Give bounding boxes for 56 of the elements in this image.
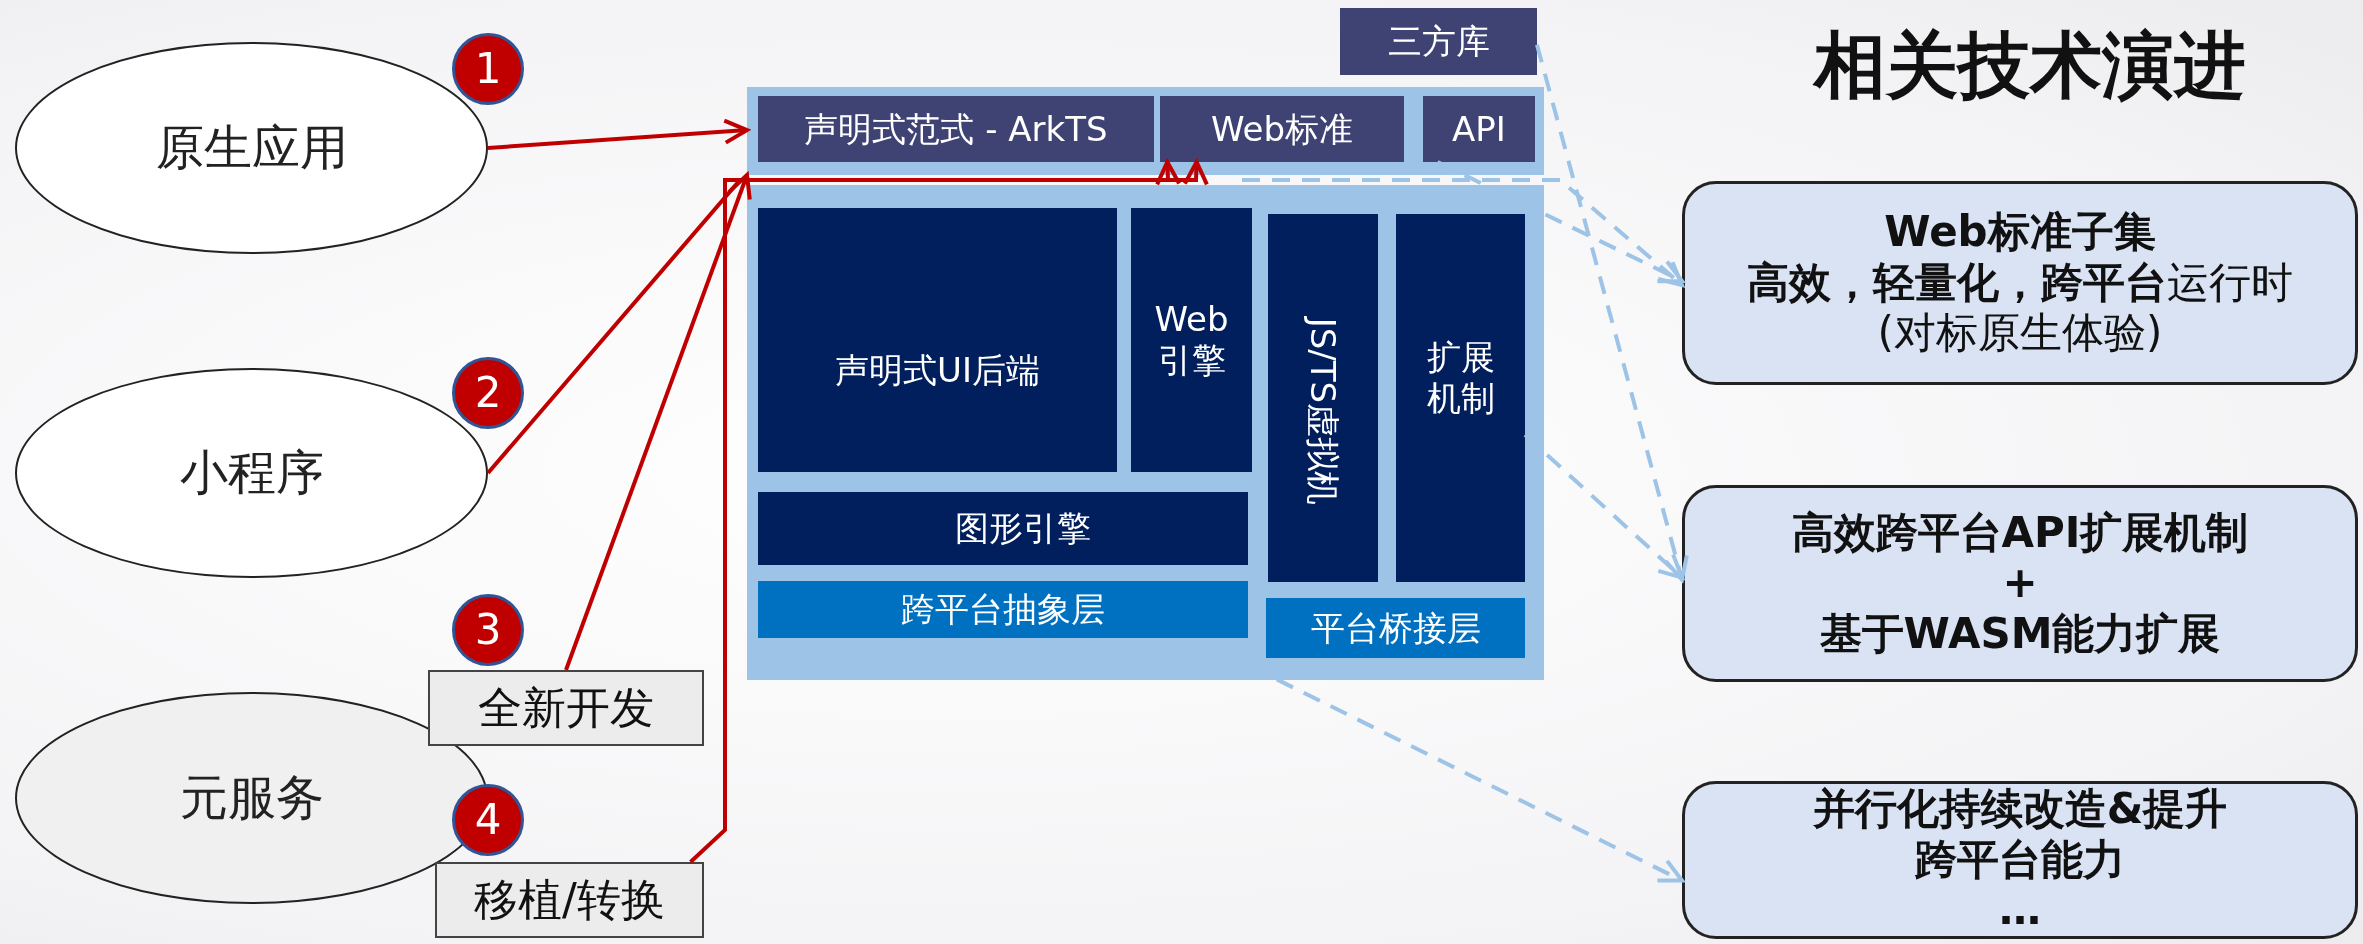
node-label: 高效，轻量化，跨平台运行时 [1747, 257, 2293, 309]
layer-box [758, 581, 1248, 638]
node-label: Web标准 [1210, 108, 1354, 150]
node-label: Web标准子集 [1884, 207, 2156, 258]
arrow [486, 160, 1182, 475]
node-label: 声明式范式 - ArkTS [804, 108, 1108, 150]
module-box [758, 208, 1117, 472]
arrow [1523, 433, 1684, 580]
node-label: 三方库 [1387, 21, 1490, 62]
layer-box [1423, 96, 1535, 162]
layer-box [758, 96, 1154, 162]
node-label: 小程序 [179, 444, 324, 502]
layer-box [1340, 8, 1537, 75]
node-label: 1 [474, 43, 502, 95]
node-label: 并行化持续改造&提升 [1812, 784, 2228, 835]
module-box [1396, 214, 1525, 582]
module-box [1131, 208, 1252, 472]
layer-box [1266, 598, 1525, 658]
node-label: 4 [474, 794, 502, 846]
feature-card [1682, 781, 2358, 939]
node-label: 声明式UI后端 [835, 349, 1040, 391]
label-box [435, 862, 704, 938]
feature-card [1682, 485, 2358, 682]
arrow [1436, 160, 1684, 284]
arrow [487, 118, 749, 150]
node-label: 跨平台能力 [1915, 834, 2125, 886]
node-label: 基于WASM能力扩展 [1819, 608, 2221, 660]
node-label: 原生应用 [155, 119, 348, 177]
module-box [758, 492, 1248, 565]
feature-card [1682, 181, 2358, 385]
node-label: + [2002, 558, 2038, 609]
node-label: 元服务 [179, 769, 324, 827]
arrow [689, 160, 1209, 864]
node-label: 跨平台抽象层 [901, 589, 1105, 630]
node-label: Web引擎 [1153, 299, 1230, 381]
label-box [428, 670, 704, 746]
node-label: API [1452, 108, 1506, 150]
node-label: 平台桥接层 [1310, 607, 1481, 649]
arrow [564, 173, 752, 671]
arrow [1535, 44, 1689, 582]
module-box [1268, 214, 1378, 582]
node-label: 图形引擎 [955, 508, 1091, 549]
layer-band [747, 87, 1544, 175]
node-label: … [1999, 885, 2041, 936]
architecture-panel [747, 185, 1544, 680]
title: 相关技术演进 [1811, 22, 2247, 109]
node-label: (对标原生体验) [1877, 308, 2163, 359]
node-label: 3 [474, 604, 502, 656]
node-label: 全新开发 [478, 681, 654, 735]
node-label: 2 [474, 367, 502, 419]
node-label: 移植/转换 [474, 873, 665, 927]
number-badge [452, 357, 524, 429]
layer-box [1160, 96, 1404, 162]
node-label: 扩展机制 [1425, 337, 1496, 419]
node-label: 高效跨平台API扩展机制 [1791, 507, 2249, 559]
node-label: JS/TS虚拟机 [1302, 317, 1344, 506]
